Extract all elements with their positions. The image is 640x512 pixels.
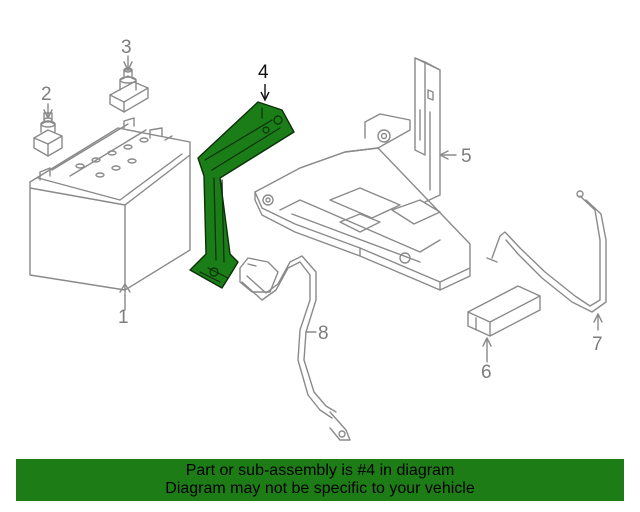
callout-4: 4	[258, 62, 269, 83]
battery-part-1[interactable]	[29, 117, 191, 291]
terminal-part-2[interactable]	[33, 112, 63, 157]
bracket-part-4-highlighted[interactable]	[189, 84, 295, 289]
banner-line-disclaimer: Diagram may not be specific to your vehi…	[165, 480, 475, 497]
battery-tray-part-5[interactable]	[254, 57, 471, 291]
cable-part-7[interactable]	[486, 190, 607, 313]
callout-8: 8	[318, 323, 329, 344]
callout-3: 3	[121, 37, 132, 58]
part-info-banner: Part or sub-assembly is #4 in diagram Di…	[16, 459, 624, 501]
callout-2: 2	[41, 84, 52, 105]
callout-6: 6	[481, 362, 492, 383]
module-part-6[interactable]	[467, 285, 541, 337]
banner-line-part: Part or sub-assembly is #4 in diagram	[185, 462, 455, 479]
cable-part-8[interactable]	[239, 255, 351, 441]
leader-lines	[43, 55, 603, 363]
terminal-part-3[interactable]	[109, 67, 149, 113]
callout-1: 1	[118, 307, 129, 328]
callout-7: 7	[592, 334, 603, 355]
callout-5: 5	[461, 146, 472, 167]
